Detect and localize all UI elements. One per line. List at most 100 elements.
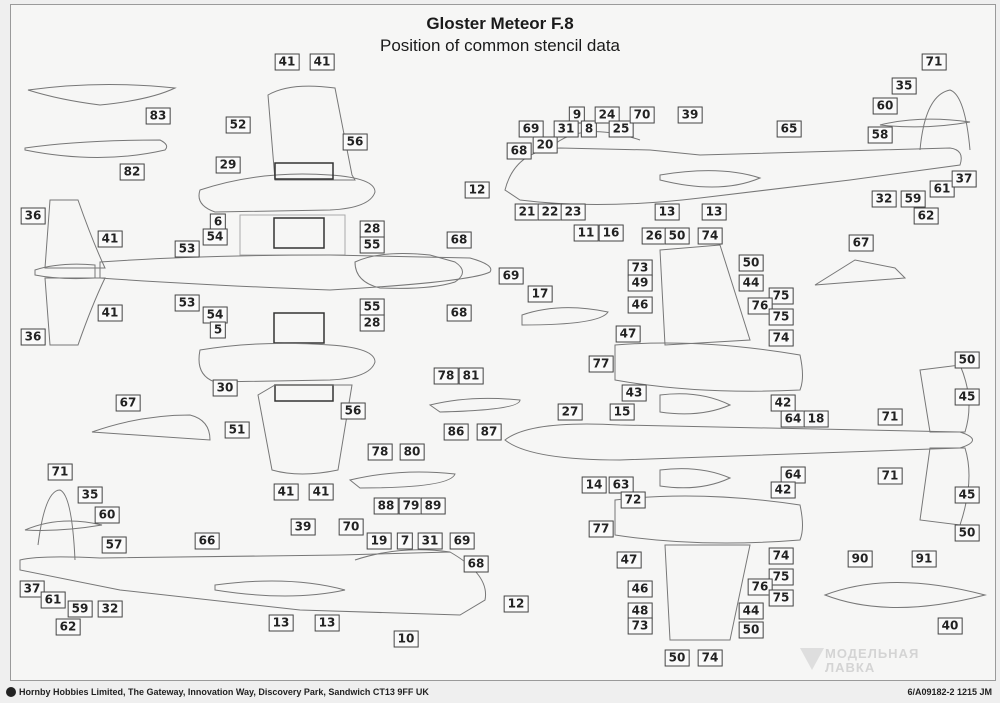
callout-45: 45: [954, 486, 980, 504]
callout-75: 75: [768, 568, 794, 586]
callout-50: 50: [664, 649, 690, 667]
callout-39: 39: [290, 518, 316, 536]
callout-35: 35: [891, 77, 917, 95]
callout-76: 76: [747, 578, 773, 596]
callout-44: 44: [738, 274, 764, 292]
callout-41: 41: [97, 230, 123, 248]
callout-66: 66: [194, 532, 220, 550]
callout-29: 29: [215, 156, 241, 174]
aileron-outlines: [24, 83, 177, 158]
callout-40: 40: [937, 617, 963, 635]
callout-6: 6: [209, 213, 227, 231]
upper-plan-view-outline: [34, 85, 492, 475]
callout-53: 53: [174, 294, 200, 312]
callout-46: 46: [627, 580, 653, 598]
callout-71: 71: [877, 408, 903, 426]
callout-37: 37: [951, 170, 977, 188]
callout-13: 13: [654, 203, 680, 221]
callout-37: 37: [19, 580, 45, 598]
callout-46: 46: [627, 296, 653, 314]
callout-77: 77: [588, 355, 614, 373]
callout-63: 63: [608, 476, 634, 494]
callout-41: 41: [97, 304, 123, 322]
callout-23: 23: [560, 203, 586, 221]
callout-21: 21: [514, 203, 540, 221]
callout-36: 36: [20, 328, 46, 346]
callout-39: 39: [677, 106, 703, 124]
watermark: МОДЕЛЬНАЯ ЛАВКА: [825, 647, 919, 675]
callout-79: 79: [398, 497, 424, 515]
callout-32: 32: [871, 190, 897, 208]
callout-75: 75: [768, 287, 794, 305]
callout-86: 86: [443, 423, 469, 441]
callout-75: 75: [768, 589, 794, 607]
callout-50: 50: [738, 621, 764, 639]
callout-44: 44: [738, 602, 764, 620]
callout-54: 54: [202, 228, 228, 246]
callout-71: 71: [47, 463, 73, 481]
callout-70: 70: [629, 106, 655, 124]
callout-42: 42: [770, 394, 796, 412]
callout-78: 78: [433, 367, 459, 385]
callout-59: 59: [67, 600, 93, 618]
callout-69: 69: [518, 120, 544, 138]
sheet-code: 6/A09182-2 1215 JM: [907, 687, 992, 697]
callout-89: 89: [420, 497, 446, 515]
callout-61: 61: [40, 591, 66, 609]
canopy-outlines: [91, 259, 907, 441]
callout-88: 88: [373, 497, 399, 515]
callout-18: 18: [803, 410, 829, 428]
callout-42: 42: [770, 481, 796, 499]
callout-47: 47: [615, 325, 641, 343]
callout-70: 70: [338, 518, 364, 536]
watermark-line-1: МОДЕЛЬНАЯ: [825, 646, 920, 661]
callout-75: 75: [768, 308, 794, 326]
callout-7: 7: [396, 532, 414, 550]
publisher-footer: Hornby Hobbies Limited, The Gateway, Inn…: [6, 687, 429, 697]
callout-27: 27: [557, 403, 583, 421]
port-side-outline: [19, 489, 487, 616]
callout-67: 67: [115, 394, 141, 412]
callout-68: 68: [446, 231, 472, 249]
callout-80: 80: [399, 443, 425, 461]
callout-5: 5: [209, 321, 227, 339]
callout-67: 67: [848, 234, 874, 252]
airfix-logo-icon: [6, 687, 16, 697]
callout-74: 74: [768, 547, 794, 565]
callout-52: 52: [225, 116, 251, 134]
callout-31: 31: [417, 532, 443, 550]
callout-87: 87: [476, 423, 502, 441]
callout-43: 43: [621, 384, 647, 402]
callout-30: 30: [212, 379, 238, 397]
callout-12: 12: [464, 181, 490, 199]
callout-25: 25: [608, 120, 634, 138]
callout-50: 50: [738, 254, 764, 272]
callout-24: 24: [594, 106, 620, 124]
callout-35: 35: [77, 486, 103, 504]
callout-50: 50: [954, 351, 980, 369]
callout-68: 68: [463, 555, 489, 573]
callout-10: 10: [393, 630, 419, 648]
watermark-logo-icon: [800, 648, 824, 670]
callout-13: 13: [268, 614, 294, 632]
callout-74: 74: [697, 649, 723, 667]
callout-72: 72: [620, 491, 646, 509]
callout-90: 90: [847, 550, 873, 568]
callout-76: 76: [747, 297, 773, 315]
callout-47: 47: [616, 551, 642, 569]
diagram-title: Gloster Meteor F.8: [426, 14, 574, 33]
callout-91: 91: [911, 550, 937, 568]
callout-82: 82: [119, 163, 145, 181]
callout-51: 51: [224, 421, 250, 439]
callout-28: 28: [359, 314, 385, 332]
callout-45: 45: [954, 388, 980, 406]
callout-14: 14: [581, 476, 607, 494]
callout-77: 77: [588, 520, 614, 538]
callout-32: 32: [97, 600, 123, 618]
callout-62: 62: [55, 618, 81, 636]
callout-13: 13: [701, 203, 727, 221]
callout-64: 64: [780, 410, 806, 428]
callout-26: 26: [641, 227, 667, 245]
callout-60: 60: [94, 506, 120, 524]
